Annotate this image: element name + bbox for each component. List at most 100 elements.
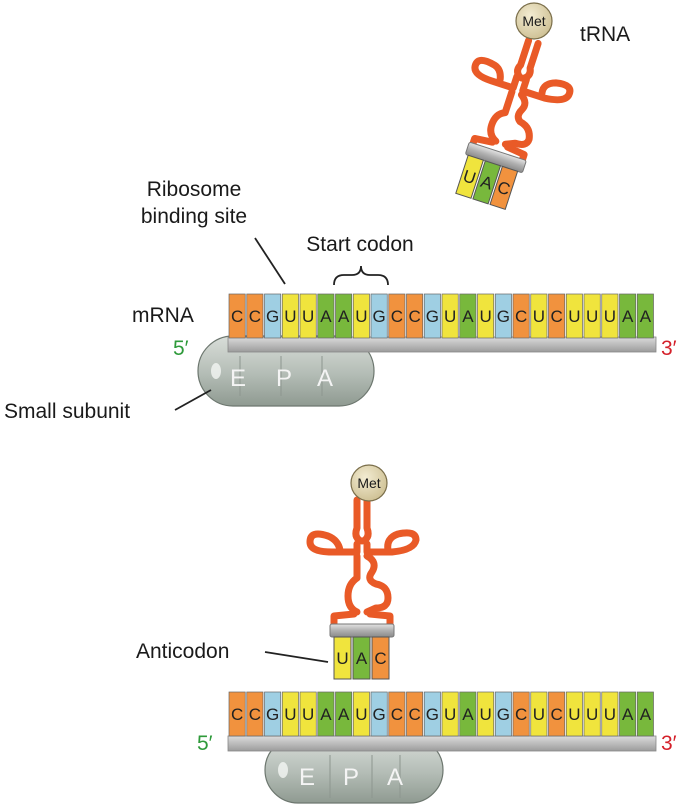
mrna-base-letter: G — [497, 705, 510, 724]
mrna-base-letter: A — [320, 307, 332, 326]
mrna-base-letter: A — [622, 307, 634, 326]
mrna-base-letter: A — [640, 307, 652, 326]
mrna-base — [601, 293, 619, 339]
mrna-base-letter: U — [444, 705, 456, 724]
bound-trna: U A C — [306, 496, 420, 680]
mrna-base — [441, 293, 459, 339]
mrna-base — [406, 293, 424, 339]
amino-acid-label: Met — [357, 475, 380, 491]
anticodon-leader — [264, 651, 329, 663]
mrna-base — [423, 691, 441, 737]
mrna-base-letter: G — [266, 307, 279, 326]
mrna-base-letter: U — [302, 307, 314, 326]
mrna-base-letter: A — [462, 705, 474, 724]
mrna-base — [246, 293, 264, 339]
ribosome-binding-site-label-line1: Ribosome — [147, 178, 242, 201]
bound-trna-anticodon: U A C — [333, 636, 390, 680]
mrna-base-letter: U — [533, 307, 545, 326]
anticodon-letter: U — [461, 166, 479, 188]
amino-acid-label: Met — [522, 13, 545, 29]
a-site-label: A — [317, 365, 333, 392]
mrna-base-letter: U — [444, 307, 456, 326]
mrna-base — [264, 691, 282, 737]
five-prime-label: 5′ — [173, 337, 189, 360]
mrna-base-letter: C — [515, 705, 527, 724]
mrna-base — [494, 293, 512, 339]
mrna-base — [423, 293, 441, 339]
anticodon-base-1 — [333, 636, 352, 680]
mrna-base-letter: U — [568, 705, 580, 724]
mrna-base-letter: U — [355, 705, 367, 724]
trna-body — [306, 496, 420, 628]
mrna-base-letter: C — [231, 705, 243, 724]
mrna-base — [583, 293, 601, 339]
mrna-base-letter: A — [338, 307, 350, 326]
anticodon-base-3 — [489, 165, 519, 211]
mrna-base — [619, 691, 637, 737]
mrna-base — [619, 293, 637, 339]
small-subunit-leader — [174, 389, 212, 411]
mrna-base — [583, 691, 601, 737]
anticodon-letter: C — [374, 649, 386, 668]
mrna-base-letter: G — [373, 705, 386, 724]
mrna-base-letter: G — [373, 307, 386, 326]
start-codon-brace — [333, 265, 389, 286]
mrna-base — [299, 293, 317, 339]
mrna-backbone-top — [227, 336, 657, 353]
mrna-base-letter: A — [622, 705, 634, 724]
ribosome-binding-site-label-line2: binding site — [141, 205, 247, 228]
top-panel: U A C Met tRNA Ribosome binding site Sta… — [4, 2, 677, 423]
mrna-base-letter: A — [462, 307, 474, 326]
mrna-base-letter: C — [408, 307, 420, 326]
mrna-base-letter: U — [479, 705, 491, 724]
mrna-base-letter: U — [355, 307, 367, 326]
mrna-base — [548, 691, 566, 737]
small-subunit-label: Small subunit — [4, 400, 130, 423]
trna-label: tRNA — [580, 23, 630, 46]
mrna-base — [352, 691, 370, 737]
mrna-base — [406, 691, 424, 737]
e-site-label: E — [299, 764, 315, 791]
three-prime-label: 3′ — [661, 337, 677, 360]
p-site-label: P — [343, 764, 359, 791]
mrna-base-letter: U — [284, 705, 296, 724]
five-prime-label: 5′ — [197, 732, 213, 755]
free-trna: U A C — [455, 36, 574, 211]
anticodon-base-1 — [455, 154, 484, 199]
anticodon-letter: A — [356, 649, 368, 668]
mrna-base-letter: U — [568, 307, 580, 326]
anticodon-base-2 — [472, 160, 502, 205]
mrna-base-letter: C — [391, 307, 403, 326]
mrna-base — [636, 691, 654, 737]
mrna-base — [459, 293, 477, 339]
mrna-base-letter: C — [550, 307, 562, 326]
mrna-base — [228, 691, 246, 737]
trna-anticodon-cap — [329, 623, 395, 638]
three-prime-label: 3′ — [661, 732, 677, 755]
mrna-base-letter: C — [249, 705, 261, 724]
mrna-base-letter: A — [640, 705, 652, 724]
mrna-base-letter: C — [550, 705, 562, 724]
mrna-base — [228, 293, 246, 339]
anticodon-letter: C — [495, 177, 513, 199]
mrna-base-letter: C — [249, 307, 261, 326]
mrna-backbone-bottom — [227, 735, 657, 752]
mrna-base — [317, 293, 335, 339]
e-site-label: E — [230, 365, 246, 392]
mrna-base-letter: C — [515, 307, 527, 326]
mrna-base — [352, 293, 370, 339]
mrna-base — [388, 293, 406, 339]
free-trna-amino-acid: Met — [515, 2, 553, 40]
small-subunit-top: E P A — [197, 335, 375, 407]
mrna-base — [494, 691, 512, 737]
mrna-base — [317, 691, 335, 737]
p-site-label: P — [276, 365, 292, 392]
mrna-base — [530, 691, 548, 737]
mrna-base-letter: G — [266, 705, 279, 724]
mrna-base — [512, 293, 530, 339]
mrna-base-letter: A — [338, 705, 350, 724]
